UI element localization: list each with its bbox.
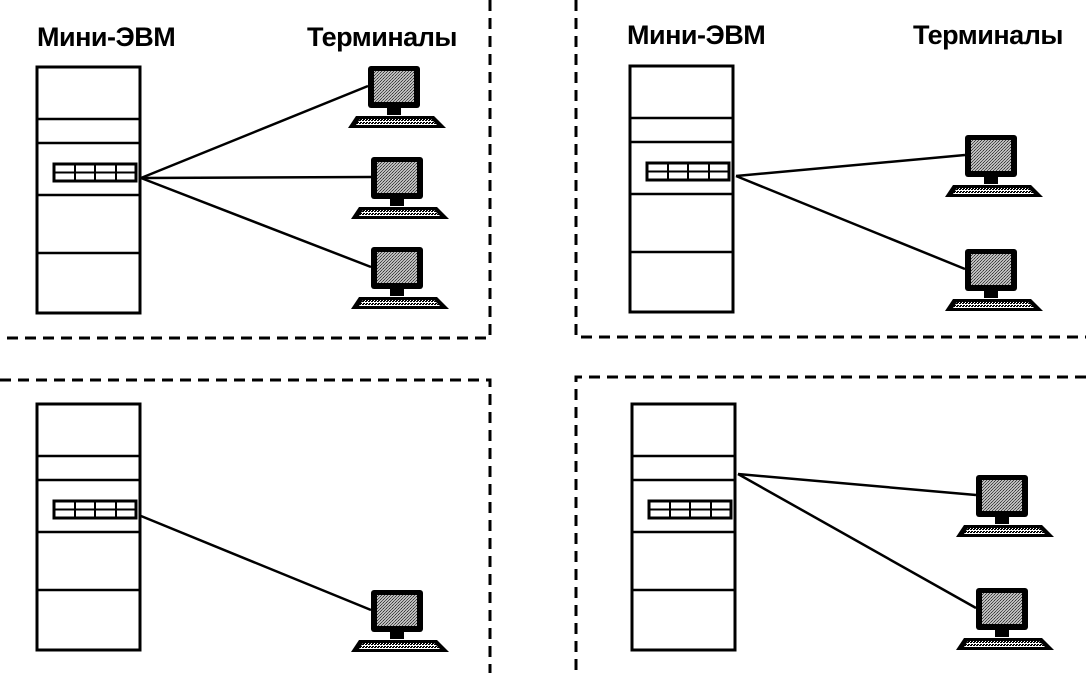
mini-computer-top-left xyxy=(35,65,142,315)
panel-top-right-border xyxy=(574,0,1086,339)
panel-top-right-computer-label: Мини-ЭВМ xyxy=(627,20,766,50)
mini-computer-bottom-right xyxy=(630,402,737,652)
screen xyxy=(374,71,414,102)
panel-top-left-terminals-label: Терминалы xyxy=(307,22,457,52)
screen xyxy=(982,593,1022,624)
screen xyxy=(377,252,417,283)
front-panel-icon xyxy=(52,499,138,520)
panel-bottom-left-border xyxy=(0,378,492,673)
screen xyxy=(971,254,1011,285)
panel-bottom-right-border xyxy=(574,375,1086,673)
screen xyxy=(971,140,1011,171)
panel-top-left-computer-label: Мини-ЭВМ xyxy=(37,22,176,52)
front-panel-icon xyxy=(52,162,138,183)
cable-top-right-1 xyxy=(735,153,966,178)
front-panel-icon xyxy=(647,499,733,520)
screen xyxy=(982,480,1022,511)
terminal-bottom-left-1 xyxy=(351,590,449,652)
cable-bottom-right-2 xyxy=(737,472,977,610)
cable-bottom-right-1 xyxy=(737,472,977,497)
front-panel-icon xyxy=(645,161,731,182)
panel-top-left-border xyxy=(0,0,492,340)
cable-top-left-2 xyxy=(140,175,372,180)
terminal-bottom-right-2 xyxy=(956,588,1054,650)
screen xyxy=(377,162,417,193)
terminal-top-left-1 xyxy=(348,66,446,128)
mini-computer-bottom-left xyxy=(35,402,142,652)
cable-bottom-left-1 xyxy=(140,514,372,612)
cable-top-left-1 xyxy=(140,84,369,180)
terminal-top-right-1 xyxy=(945,135,1043,197)
terminal-top-left-2 xyxy=(351,157,449,219)
terminal-bottom-right-1 xyxy=(956,475,1054,537)
terminal-top-left-3 xyxy=(351,247,449,309)
terminal-top-right-2 xyxy=(945,249,1043,311)
cable-top-left-3 xyxy=(140,176,372,269)
screen xyxy=(377,595,417,626)
mini-computer-top-right xyxy=(628,64,735,314)
panel-top-right-terminals-label: Терминалы xyxy=(913,20,1063,50)
cable-top-right-2 xyxy=(735,174,966,271)
